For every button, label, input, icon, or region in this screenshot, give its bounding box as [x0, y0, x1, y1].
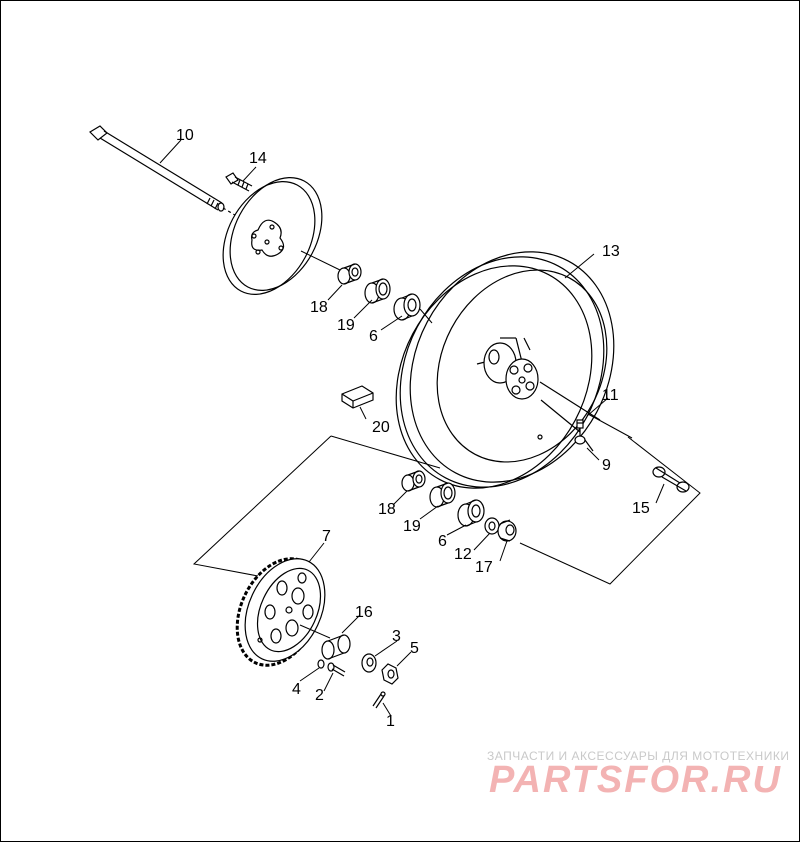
- spacer-part-18-upper: [337, 263, 362, 285]
- brake-disc: [222, 177, 341, 295]
- nut-part-5: [381, 663, 399, 685]
- callout-11: 11: [602, 387, 619, 404]
- callout-17: 17: [475, 559, 493, 576]
- nut-part-17: [497, 519, 517, 542]
- valve-part-11: [576, 419, 584, 429]
- valve-part-9: [574, 428, 594, 452]
- washer-part-4: [317, 659, 325, 669]
- sleeve-part-15: [652, 466, 690, 493]
- callout-6-upper: 6: [369, 328, 378, 345]
- upper-bearing-stack: [337, 263, 433, 324]
- spacer-part-18-lower: [401, 470, 426, 492]
- callout-19-lower: 19: [403, 518, 421, 535]
- leader-lines: [159, 139, 665, 717]
- callout-5: 5: [410, 640, 419, 657]
- callout-6-lower: 6: [438, 533, 447, 550]
- callout-10: 10: [176, 127, 194, 144]
- callout-15: 15: [632, 500, 650, 517]
- callout-7: 7: [322, 528, 331, 545]
- callout-4: 4: [292, 681, 301, 698]
- callout-1: 1: [386, 713, 395, 730]
- callout-19-upper: 19: [337, 317, 355, 334]
- spacer-part-16: [321, 634, 351, 660]
- lower-bearing-stack: [401, 470, 517, 542]
- callout-18-lower: 18: [378, 501, 396, 518]
- callout-2: 2: [315, 687, 324, 704]
- callout-20: 20: [372, 419, 390, 436]
- spacer-part-6-lower: [457, 499, 485, 527]
- sprocket-part-7: [235, 557, 331, 667]
- wheel-part-13: [395, 251, 615, 489]
- callout-14: 14: [249, 150, 267, 167]
- bearing-part-19-lower: [429, 482, 456, 508]
- watermark-brand-logo: PARTSFOR.RU: [489, 759, 782, 801]
- axle-part-10: [89, 125, 241, 219]
- bolt-part-2: [327, 662, 346, 677]
- spacer-part-6-upper: [393, 293, 433, 324]
- bearing-part-19-upper: [364, 278, 391, 304]
- callout-9: 9: [602, 457, 611, 474]
- watermark-subtitle: ЗАПЧАСТИ И АКСЕССУАРЫ ДЛЯ МОТОТЕХНИКИ: [487, 749, 790, 763]
- callout-3: 3: [392, 628, 401, 645]
- washer-part-3: [361, 653, 377, 673]
- callout-numbers: 10 14 18 19 6 13 20 11 9 15 18 19 6 12 1…: [176, 127, 650, 730]
- callout-13: 13: [602, 243, 620, 260]
- assembly-bracket-lines: [192, 413, 701, 585]
- washer-part-12: [484, 517, 500, 535]
- bolt-part-14: [225, 172, 253, 192]
- weight-part-20: [341, 385, 374, 409]
- callout-12: 12: [454, 546, 472, 563]
- callout-16: 16: [355, 604, 373, 621]
- pin-part-1: [372, 691, 386, 709]
- callout-18-upper: 18: [310, 299, 328, 316]
